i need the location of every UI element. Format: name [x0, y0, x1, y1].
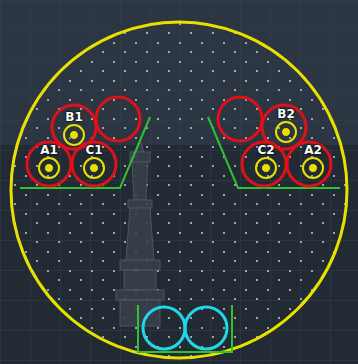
cable-core: C1	[82, 144, 106, 179]
phase-label: A1	[37, 144, 61, 157]
tower-silhouette	[116, 140, 164, 326]
cable-core: B2	[274, 108, 298, 143]
support-bracket	[208, 117, 340, 188]
support-bracket	[138, 305, 232, 352]
cable-circle	[27, 97, 331, 186]
trench-outline	[11, 22, 347, 358]
phase-label: C1	[82, 144, 106, 157]
phase-label: B2	[274, 108, 298, 121]
pipe-circle	[185, 307, 227, 349]
phase-label: A2	[301, 144, 325, 157]
support-bracket	[20, 117, 150, 188]
pipe-circle	[143, 307, 185, 349]
cable-core: B1	[62, 111, 86, 146]
cable-core: A1	[37, 144, 61, 179]
cable-core: C2	[254, 144, 278, 179]
cable-core: A2	[301, 144, 325, 179]
phase-label: B1	[62, 111, 86, 124]
phase-label: C2	[254, 144, 278, 157]
